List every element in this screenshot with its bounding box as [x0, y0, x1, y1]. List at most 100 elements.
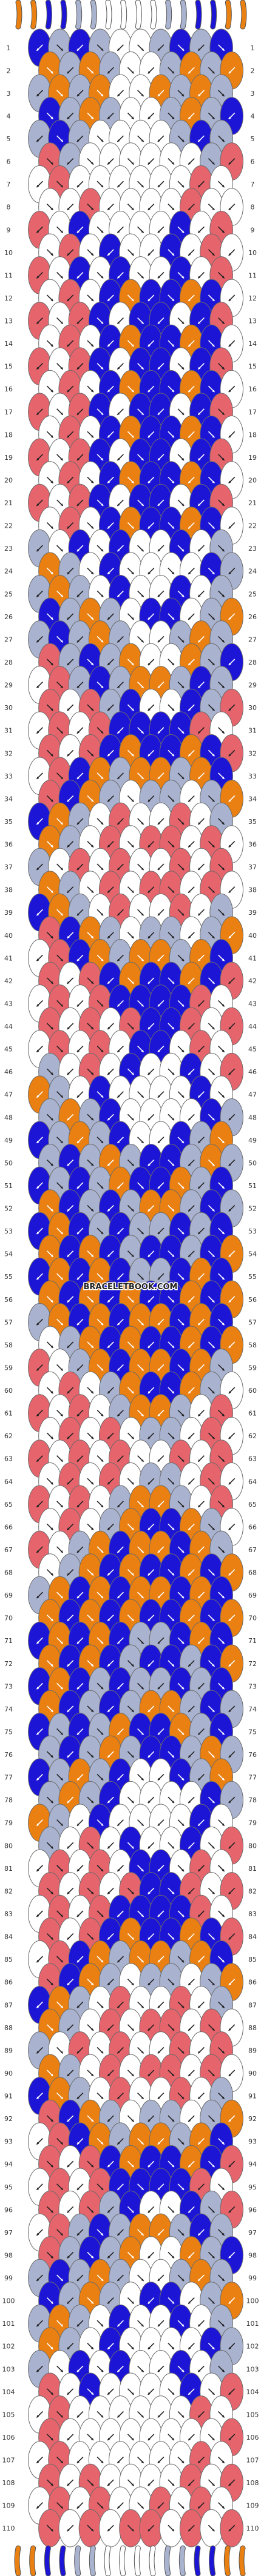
string-bottom-14 — [209, 2546, 215, 2576]
row-number-right: 81 — [248, 1865, 257, 1873]
row-number-left: 12 — [4, 294, 13, 302]
string-top-8 — [121, 0, 127, 29]
row-number-left: 58 — [4, 1341, 13, 1349]
row-number-right: 1 — [251, 44, 255, 52]
row-number-left: 95 — [4, 2183, 13, 2191]
row-number-right: 72 — [248, 1660, 257, 1668]
knot — [98, 2509, 123, 2548]
row-number-left: 103 — [2, 2365, 15, 2373]
row-number-right: 26 — [248, 613, 257, 621]
row-number-left: 19 — [4, 454, 13, 462]
row-number-right: 46 — [248, 1068, 257, 1076]
row-number-left: 45 — [4, 1046, 13, 1054]
row-number-right: 24 — [248, 568, 257, 576]
row-number-left: 107 — [2, 2457, 15, 2465]
row-number-left: 89 — [4, 2047, 13, 2054]
row-number-right: 48 — [248, 1114, 257, 1121]
row-number-left: 54 — [4, 1250, 13, 1258]
row-number-left: 105 — [2, 2411, 15, 2418]
row-number-right: 31 — [248, 727, 257, 735]
row-number-right: 79 — [248, 1819, 257, 1827]
row-number-left: 86 — [4, 1979, 13, 1987]
row-number-left: 69 — [4, 1592, 13, 1599]
row-number-right: 95 — [248, 2183, 257, 2191]
row-number-left: 57 — [4, 1318, 13, 1326]
row-number-left: 93 — [4, 2138, 13, 2146]
row-number-right: 105 — [246, 2411, 259, 2418]
row-number-left: 91 — [4, 2093, 13, 2100]
string-bottom-1 — [15, 2546, 21, 2576]
row-number-right: 56 — [248, 1296, 257, 1304]
row-number-left: 8 — [7, 204, 11, 211]
string-bottom-13 — [194, 2546, 200, 2576]
row-number-right: 13 — [248, 317, 257, 325]
row-number-left: 21 — [4, 499, 13, 507]
row-number-left: 20 — [4, 476, 13, 484]
row-number-right: 38 — [248, 886, 257, 894]
row-number-left: 37 — [4, 863, 13, 871]
watermark-text: BRACELETBOOK.COM — [84, 1283, 178, 1292]
string-tops — [15, 0, 247, 30]
row-number-right: 55 — [248, 1273, 257, 1281]
string-top-1 — [16, 0, 22, 29]
row-number-right: 99 — [248, 2274, 257, 2282]
string-bottom-15 — [224, 2546, 230, 2576]
row-number-right: 62 — [248, 1432, 257, 1440]
row-number-left: 53 — [4, 1227, 13, 1235]
row-number-right: 42 — [248, 977, 257, 985]
row-number-left: 1 — [7, 44, 11, 52]
row-number-right: 22 — [248, 522, 257, 530]
row-number-left: 13 — [4, 317, 13, 325]
row-number-left: 108 — [2, 2479, 15, 2487]
row-number-left: 27 — [4, 636, 13, 643]
knot — [78, 2509, 103, 2548]
row-number-right: 78 — [248, 1796, 257, 1804]
row-number-left: 77 — [4, 1774, 13, 1782]
string-top-14 — [211, 0, 217, 29]
knot — [119, 2509, 143, 2548]
row-number-right: 12 — [248, 294, 257, 302]
row-number-right: 20 — [248, 476, 257, 484]
string-bottom-3 — [44, 2546, 50, 2576]
row-number-left: 2 — [7, 67, 11, 75]
row-number-right: 91 — [248, 2093, 257, 2100]
row-number-left: 80 — [4, 1842, 13, 1850]
row-number-right: 17 — [248, 408, 257, 416]
row-number-right: 80 — [248, 1842, 257, 1850]
row-number-right: 5 — [251, 135, 255, 143]
row-number-right: 33 — [248, 772, 257, 780]
row-number-right: 59 — [248, 1364, 257, 1372]
row-number-left: 98 — [4, 2251, 13, 2259]
row-number-left: 56 — [4, 1296, 13, 1304]
row-number-right: 25 — [248, 590, 257, 598]
row-number-left: 83 — [4, 1910, 13, 1918]
string-top-3 — [46, 0, 52, 29]
string-top-11 — [166, 0, 172, 29]
row-number-left: 25 — [4, 590, 13, 598]
string-top-10 — [151, 0, 157, 29]
row-number-right: 107 — [246, 2457, 259, 2465]
row-number-left: 32 — [4, 749, 13, 757]
row-number-left: 30 — [4, 704, 13, 712]
row-number-right: 63 — [248, 1455, 257, 1463]
string-bottom-16 — [239, 2546, 245, 2576]
row-number-left: 38 — [4, 886, 13, 894]
row-number-right: 76 — [248, 1751, 257, 1759]
row-number-left: 29 — [4, 682, 13, 689]
row-number-right: 9 — [251, 226, 255, 234]
row-number-left: 72 — [4, 1660, 13, 1668]
row-number-left: 68 — [4, 1569, 13, 1577]
row-number-left: 97 — [4, 2229, 13, 2237]
row-number-right: 75 — [248, 1728, 257, 1736]
string-bottoms — [14, 2545, 246, 2576]
row-number-left: 64 — [4, 1478, 13, 1486]
row-number-right: 8 — [251, 204, 255, 211]
row-number-right: 64 — [248, 1478, 257, 1486]
row-number-left: 96 — [4, 2206, 13, 2214]
row-number-left: 76 — [4, 1751, 13, 1759]
row-number-left: 5 — [7, 135, 11, 143]
row-number-left: 99 — [4, 2274, 13, 2282]
row-number-right: 32 — [248, 749, 257, 757]
row-number-left: 106 — [2, 2434, 15, 2442]
